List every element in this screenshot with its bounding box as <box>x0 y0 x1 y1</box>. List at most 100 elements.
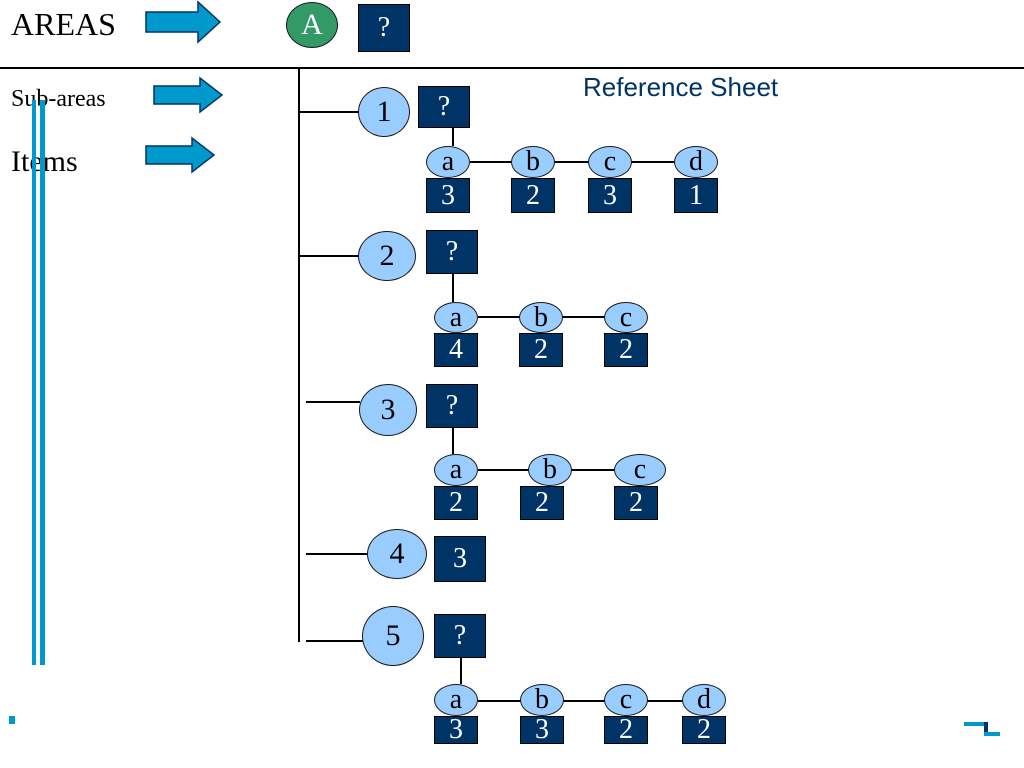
header-divider <box>0 67 1024 69</box>
subarea-value: 3 <box>453 543 467 574</box>
item-value-box[interactable]: 2 <box>614 486 658 520</box>
areas-arrow-icon <box>145 0 222 44</box>
subarea-value: ? <box>445 390 459 421</box>
item-value: 3 <box>535 714 549 745</box>
tree-trunk <box>298 68 300 642</box>
item-node[interactable]: c <box>588 146 632 178</box>
item-value: 2 <box>526 179 540 211</box>
item-value: 3 <box>449 714 463 745</box>
branch-line <box>299 111 359 113</box>
corner-square-icon <box>9 716 15 724</box>
item-value-box[interactable]: 2 <box>682 714 726 745</box>
item-node[interactable]: a <box>434 454 478 486</box>
subarea-value: ? <box>437 91 451 122</box>
connector-line <box>460 658 462 684</box>
page-title: Reference Sheet <box>583 72 779 102</box>
item-value-box[interactable]: 2 <box>434 486 478 520</box>
branch-line <box>306 640 364 642</box>
subareas-arrow-icon <box>153 76 224 114</box>
item-label: c <box>633 454 647 485</box>
item-node[interactable]: a <box>434 302 478 333</box>
subarea-value-box-4[interactable]: 3 <box>434 536 486 582</box>
subarea-node-4[interactable]: 4 <box>367 529 427 579</box>
item-value-box[interactable]: 3 <box>520 714 564 745</box>
branch-line <box>306 401 360 403</box>
item-node[interactable]: a <box>426 146 470 178</box>
item-label: a <box>449 301 463 333</box>
item-value: 2 <box>697 714 711 745</box>
item-node[interactable]: b <box>520 684 564 716</box>
item-node[interactable]: d <box>674 146 718 178</box>
connector-line <box>452 128 454 146</box>
subarea-node-5[interactable]: 5 <box>362 606 424 666</box>
branch-line <box>299 255 359 257</box>
connector-line <box>452 428 454 454</box>
subarea-value-box-5[interactable]: ? <box>434 614 486 658</box>
subarea-label: 2 <box>379 239 395 272</box>
item-label: a <box>449 684 463 715</box>
item-value: 2 <box>449 487 463 518</box>
subarea-node-2[interactable]: 2 <box>358 231 416 281</box>
item-value-box[interactable]: 3 <box>588 178 632 213</box>
branch-line <box>306 553 368 555</box>
item-value-box[interactable]: 2 <box>604 333 648 367</box>
left-accent-bar <box>32 100 36 665</box>
item-node[interactable]: c <box>614 454 666 486</box>
item-value-box[interactable]: 3 <box>434 714 478 745</box>
subarea-node-1[interactable]: 1 <box>358 87 410 137</box>
item-label: c <box>619 684 633 715</box>
item-label: a <box>441 146 455 177</box>
item-value: 2 <box>619 334 633 365</box>
subarea-label: 1 <box>376 95 392 128</box>
area-node[interactable]: A <box>286 2 338 48</box>
subarea-label: 3 <box>380 393 396 426</box>
item-value-box[interactable]: 2 <box>520 486 564 520</box>
areas-label: AREAS <box>11 6 116 42</box>
area-value-box[interactable]: ? <box>358 4 410 52</box>
items-chain-line <box>478 700 684 702</box>
subarea-value-box-3[interactable]: ? <box>426 384 478 428</box>
item-label: b <box>543 454 557 485</box>
item-value-box[interactable]: 3 <box>426 178 470 213</box>
item-value-box[interactable]: 2 <box>511 178 555 213</box>
items-chain-line <box>470 161 680 163</box>
item-value-box[interactable]: 4 <box>434 333 478 367</box>
item-value: 2 <box>535 487 549 518</box>
item-value: 4 <box>449 334 463 365</box>
items-arrow-icon <box>145 136 216 174</box>
item-label: b <box>526 146 540 177</box>
subarea-value-box-1[interactable]: ? <box>418 86 470 128</box>
subarea-value: ? <box>453 620 467 651</box>
corner-logo-icon <box>964 722 1000 736</box>
left-accent-bar <box>40 100 45 665</box>
area-value: ? <box>377 12 391 43</box>
item-value-box[interactable]: 2 <box>519 333 563 367</box>
item-node[interactable]: c <box>604 684 648 716</box>
item-label: c <box>603 146 617 177</box>
item-label: b <box>534 301 548 333</box>
item-label: a <box>449 454 463 485</box>
item-label: d <box>697 684 711 715</box>
item-node[interactable]: b <box>511 146 555 178</box>
subarea-node-3[interactable]: 3 <box>359 384 417 436</box>
subarea-label: 5 <box>385 619 401 652</box>
item-node[interactable]: b <box>519 302 563 333</box>
item-value-box[interactable]: 1 <box>674 178 718 213</box>
item-value: 3 <box>603 179 617 211</box>
item-value: 2 <box>629 487 643 518</box>
item-value-box[interactable]: 2 <box>604 714 648 745</box>
item-value: 3 <box>441 179 455 211</box>
item-node[interactable]: b <box>528 454 572 486</box>
subarea-value: ? <box>445 236 459 267</box>
connector-line <box>452 274 454 302</box>
item-node[interactable]: c <box>604 302 648 333</box>
item-label: c <box>619 301 633 333</box>
item-node[interactable]: a <box>434 684 478 716</box>
subarea-value-box-2[interactable]: ? <box>426 230 478 274</box>
subarea-label: 4 <box>389 537 405 570</box>
area-node-label: A <box>301 8 323 41</box>
item-value: 2 <box>534 334 548 365</box>
item-value: 1 <box>689 179 703 211</box>
item-label: b <box>535 684 549 715</box>
item-node[interactable]: d <box>682 684 726 716</box>
